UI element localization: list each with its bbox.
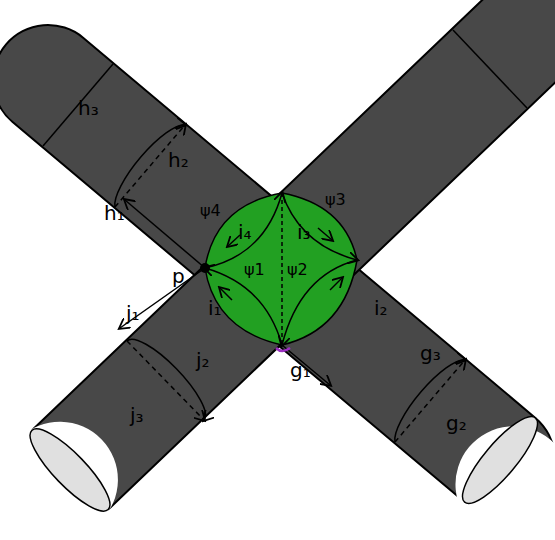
math-label: ψ2 bbox=[287, 262, 308, 278]
inner-curves bbox=[205, 193, 357, 345]
cap-seam bbox=[43, 30, 527, 146]
math-label: g₂ bbox=[446, 413, 467, 433]
math-label: g₁ bbox=[290, 360, 311, 380]
purple-mark bbox=[276, 348, 290, 351]
math-label: g₃ bbox=[420, 343, 441, 363]
math-label: i₁ bbox=[208, 298, 222, 318]
base-point bbox=[200, 263, 210, 273]
green-region bbox=[205, 193, 357, 345]
math-label: h₃ bbox=[78, 98, 99, 118]
tube bbox=[70, 40, 520, 470]
math-label: j₂ bbox=[196, 350, 210, 370]
math-label: ψ1 bbox=[244, 262, 265, 278]
math-label: j₃ bbox=[130, 405, 144, 425]
math-label: j₁ bbox=[126, 303, 140, 323]
math-label: i₃ bbox=[297, 222, 311, 242]
tube-outline bbox=[70, 40, 520, 470]
math-label: h₂ bbox=[168, 150, 189, 170]
tube-end bbox=[0, 398, 555, 540]
math-label: ψ3 bbox=[325, 192, 346, 208]
math-label: h₁ bbox=[104, 203, 125, 223]
math-label: i₂ bbox=[374, 298, 388, 318]
math-label: ψ4 bbox=[200, 203, 221, 219]
edge-arrows bbox=[120, 200, 342, 385]
math-label: i₄ bbox=[238, 222, 252, 242]
loop bbox=[115, 125, 465, 442]
tube-edge bbox=[205, 193, 357, 345]
math-label: p bbox=[172, 266, 185, 286]
